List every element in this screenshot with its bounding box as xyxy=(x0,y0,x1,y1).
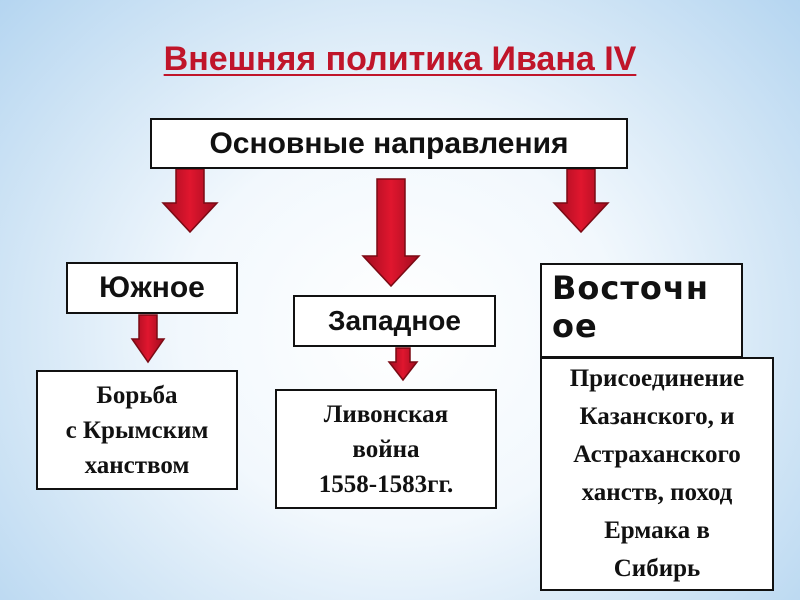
south-direction-box: Южное xyxy=(66,262,238,314)
west-direction-label: Западное xyxy=(328,305,461,336)
west-detail-text: Ливонская война 1558-1583гг. xyxy=(318,400,454,498)
south-direction-label: Южное xyxy=(99,271,205,304)
arrow-root-to-east xyxy=(552,168,610,234)
south-detail-text: Борьба с Крымским ханством xyxy=(65,381,209,479)
arrow-root-to-south xyxy=(161,168,219,234)
slide-title-text: Внешняя политика Ивана IV xyxy=(163,40,637,78)
west-direction-box: Западное xyxy=(293,295,496,347)
arrow-west-to-detail xyxy=(387,347,419,382)
arrow-root-to-west xyxy=(361,178,421,288)
south-detail-box: Борьба с Крымским ханством xyxy=(36,370,238,490)
east-detail-box: Присоединение Казанского, и Астраханског… xyxy=(540,357,774,591)
slide-title: Внешняя политика Ивана IV xyxy=(0,40,800,84)
east-detail-text: Присоединение Казанского, и Астраханског… xyxy=(569,365,745,582)
arrow-south-to-detail xyxy=(130,314,166,364)
east-direction-box: Восточн ое xyxy=(540,263,743,358)
root-label: Основные направления xyxy=(209,126,569,160)
root-box: Основные направления xyxy=(150,118,628,169)
east-direction-label: Восточн ое xyxy=(552,269,709,345)
west-detail-box: Ливонская война 1558-1583гг. xyxy=(275,389,497,509)
